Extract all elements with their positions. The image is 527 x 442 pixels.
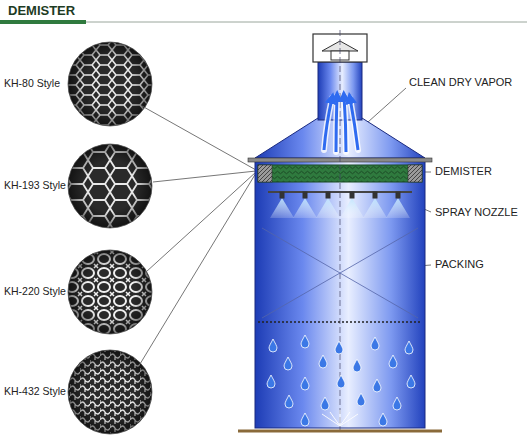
tower [238,30,442,432]
style-label: KH-432 Style [4,385,66,397]
part-label: PACKING [435,258,484,271]
part-label: CLEAN DRY VAPOR [409,76,512,89]
mesh-samples [68,42,152,434]
style-label: KH-193 Style [4,179,66,191]
part-label: DEMISTER [435,165,492,178]
page-title: DEMISTER [8,4,75,19]
part-label: SPRAY NOZZLE [435,206,518,219]
style-label: KH-80 Style [4,77,60,89]
style-label: KH-220 Style [4,285,66,297]
